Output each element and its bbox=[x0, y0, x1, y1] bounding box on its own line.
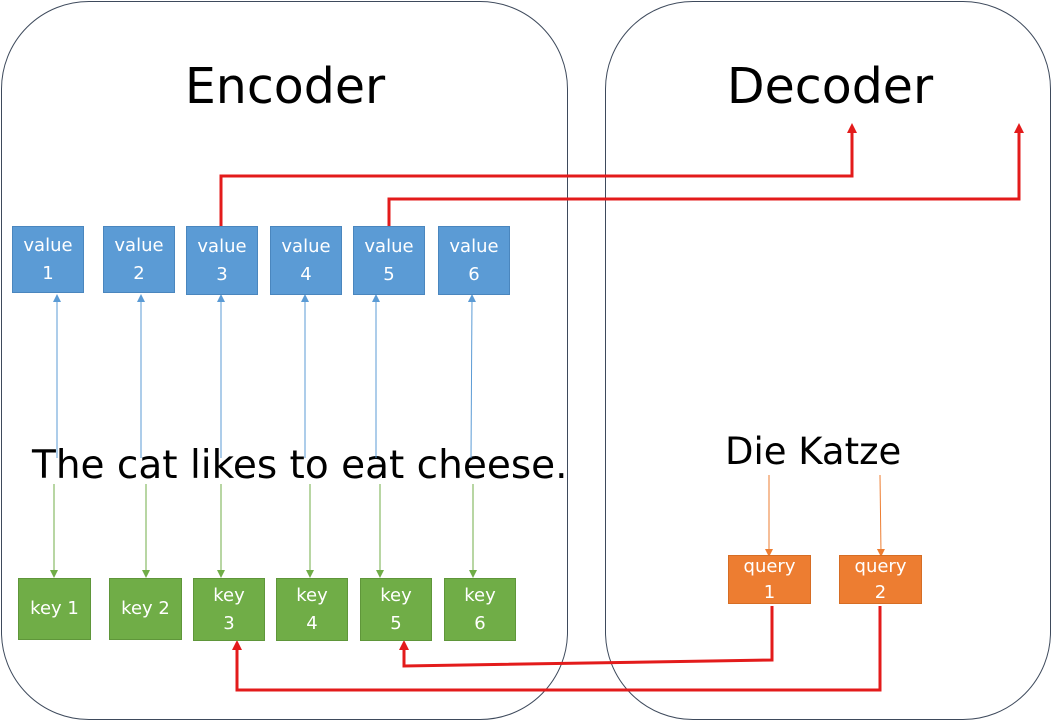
arrow-value5-to-decoder bbox=[387, 123, 1024, 227]
value-label-1: value 1 bbox=[23, 234, 73, 284]
value-label-4: value 4 bbox=[281, 235, 331, 285]
arrow-query2-to-key3 bbox=[232, 606, 882, 692]
encoder-panel bbox=[1, 1, 568, 720]
arrow-query1-to-key5 bbox=[399, 606, 774, 668]
encoder-sentence: The cat likes to eat cheese. bbox=[32, 443, 568, 488]
key-box-1: key 1 bbox=[18, 578, 91, 640]
query-label-2: query 2 bbox=[854, 555, 907, 603]
value-box-6: value 6 bbox=[438, 226, 510, 295]
value-label-6: value 6 bbox=[449, 235, 499, 285]
word-to-key-arrows bbox=[50, 484, 477, 578]
value-box-2: value 2 bbox=[103, 226, 175, 293]
key-box-6: key 6 bbox=[444, 578, 516, 641]
key-box-2: key 2 bbox=[109, 578, 182, 640]
value-label-5: value 5 bbox=[364, 235, 414, 285]
value-label-2: value 2 bbox=[114, 234, 164, 284]
encoder-title: Encoder bbox=[184, 58, 386, 115]
key-box-4: key 4 bbox=[276, 578, 348, 641]
decoder-title: Decoder bbox=[726, 58, 934, 115]
query-to-key-arrows bbox=[232, 606, 882, 692]
query-label-1: query 1 bbox=[743, 555, 796, 603]
word-to-query-arrows bbox=[765, 474, 885, 557]
decoder-sentence: Die Katze bbox=[725, 430, 902, 473]
word-to-value-arrows bbox=[53, 294, 476, 459]
key-label-3: key 3 bbox=[213, 584, 245, 634]
key-label-1: key 1 bbox=[30, 598, 79, 619]
key-label-5: key 5 bbox=[380, 584, 412, 634]
value-label-3: value 3 bbox=[197, 235, 247, 285]
value-box-1: value 1 bbox=[12, 226, 84, 293]
arrow-word-to-query-2 bbox=[876, 474, 885, 557]
value-box-4: value 4 bbox=[270, 226, 342, 295]
value-box-3: value 3 bbox=[186, 226, 258, 295]
key-label-6: key 6 bbox=[464, 584, 496, 634]
key-box-5: key 5 bbox=[360, 578, 432, 641]
value-box-5: value 5 bbox=[353, 226, 425, 295]
key-label-2: key 2 bbox=[121, 598, 170, 619]
arrow-value3-to-decoder bbox=[219, 123, 857, 227]
arrow-word-to-value-6 bbox=[467, 294, 476, 459]
query-box-1: query 1 bbox=[728, 555, 811, 604]
key-label-4: key 4 bbox=[296, 584, 328, 634]
key-box-3: key 3 bbox=[193, 578, 265, 641]
query-box-2: query 2 bbox=[839, 555, 922, 604]
value-to-decoder-arrows bbox=[219, 123, 1024, 227]
